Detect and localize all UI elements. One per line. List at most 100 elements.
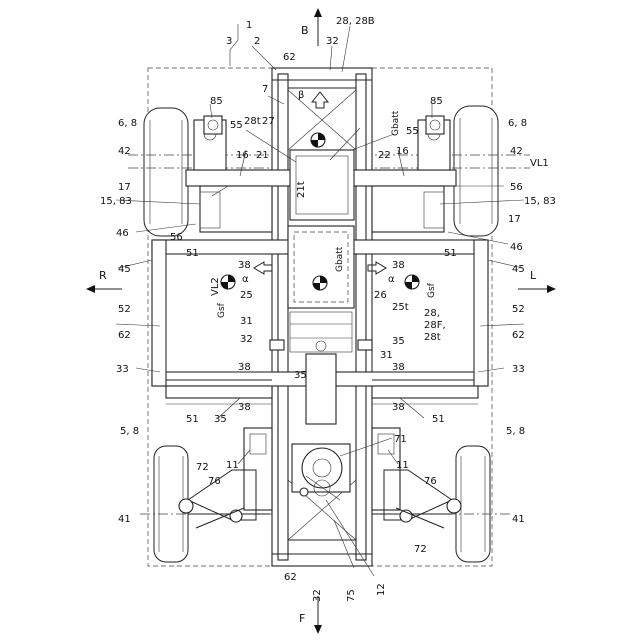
- label-62-bottom: 62: [284, 572, 297, 583]
- label-11-left: 11: [396, 460, 409, 471]
- label-17-left: 17: [508, 214, 521, 225]
- label-7: 7: [262, 84, 268, 95]
- label-16-right: 16: [236, 150, 249, 161]
- label-76-left: 76: [424, 476, 437, 487]
- label-75: 75: [346, 589, 357, 602]
- label-35-c: 35: [214, 414, 227, 425]
- label-55-left: 55: [406, 126, 419, 137]
- label-71: 71: [394, 434, 407, 445]
- label-28-28b: 28, 28B: [336, 16, 375, 27]
- label-46-left: 46: [510, 242, 523, 253]
- label-beta: β: [298, 90, 304, 101]
- label-gbatt-top: Gbatt: [391, 110, 401, 136]
- label-52-left: 52: [512, 304, 525, 315]
- label-38-b: 38: [392, 260, 405, 271]
- label-33-left: 33: [512, 364, 525, 375]
- label-12: 12: [376, 583, 387, 596]
- label-alpha-left: α: [388, 274, 395, 285]
- direction-back: B: [301, 24, 309, 37]
- label-15-83-right: 15, 83: [100, 196, 132, 207]
- label-11-right: 11: [226, 460, 239, 471]
- label-28-front: 28,: [424, 308, 440, 319]
- direction-left: L: [530, 269, 537, 282]
- label-45-left: 45: [512, 264, 525, 275]
- label-gbatt-mid: Gbatt: [335, 246, 345, 272]
- label-26: 26: [374, 290, 387, 301]
- label-25: 25: [240, 290, 253, 301]
- label-55-right: 55: [230, 120, 243, 131]
- label-38-c: 38: [238, 362, 251, 373]
- direction-front: F: [299, 612, 305, 625]
- label-21t: 21t: [296, 181, 307, 198]
- label-3: 3: [226, 36, 232, 47]
- label-5-8-left: 5, 8: [506, 426, 525, 437]
- label-25t: 25t: [392, 302, 409, 313]
- label-72-left: 72: [414, 544, 427, 555]
- label-38-a: 38: [238, 260, 251, 271]
- label-56-right: 56: [170, 232, 183, 243]
- label-27: 27: [262, 116, 275, 127]
- label-32-bottom: 32: [312, 589, 323, 602]
- label-41-right: 41: [118, 514, 131, 525]
- label-72-right: 72: [196, 462, 209, 473]
- label-51-bottom-left: 51: [432, 414, 445, 425]
- label-38-d: 38: [392, 362, 405, 373]
- label-51-right: 51: [186, 248, 199, 259]
- steering-gear: [292, 444, 350, 500]
- label-62-top: 62: [283, 52, 296, 63]
- label-vl2: VL2: [210, 277, 221, 296]
- label-35-b: 35: [294, 370, 307, 381]
- label-51-left: 51: [444, 248, 457, 259]
- label-16-left: 16: [396, 146, 409, 157]
- label-28f: 28F,: [424, 320, 446, 331]
- center-of-gravity-gbatt-mid: [313, 276, 327, 290]
- center-of-gravity-gbatt-rear: [311, 133, 325, 147]
- label-45-right: 45: [118, 264, 131, 275]
- label-28t-front: 28t: [424, 332, 441, 343]
- label-alpha-right: α: [242, 274, 249, 285]
- label-31-right: 31: [240, 316, 253, 327]
- label-52-right: 52: [118, 304, 131, 315]
- label-22: 22: [378, 150, 391, 161]
- label-15-83-left: 15, 83: [524, 196, 556, 207]
- label-2: 2: [254, 36, 260, 47]
- label-32-mid: 32: [240, 334, 253, 345]
- arrow-right: [86, 285, 122, 293]
- label-85-right: 85: [210, 96, 223, 107]
- label-vl1: VL1: [530, 158, 549, 169]
- wheel-rear-left: [454, 106, 498, 236]
- label-5-8-right: 5, 8: [120, 426, 139, 437]
- label-62-left: 62: [512, 330, 525, 341]
- label-6-8-left: 6, 8: [508, 118, 527, 129]
- label-38-e: 38: [238, 402, 251, 413]
- label-gsf-right: Gsf: [217, 302, 227, 318]
- rear-drive-unit-right: [204, 116, 222, 134]
- label-gsf-left: Gsf: [427, 282, 437, 298]
- label-21: 21: [256, 150, 269, 161]
- label-85-left: 85: [430, 96, 443, 107]
- label-56-left: 56: [510, 182, 523, 193]
- label-32-top: 32: [326, 36, 339, 47]
- label-62-right: 62: [118, 330, 131, 341]
- arrow-back: [314, 8, 322, 46]
- label-31-left: 31: [380, 350, 393, 361]
- label-51-bottom-right: 51: [186, 414, 199, 425]
- label-38-f: 38: [392, 402, 405, 413]
- label-35-a: 35: [392, 336, 405, 347]
- center-of-gravity-gsf-left: [405, 275, 419, 289]
- label-6-8-right: 6, 8: [118, 118, 137, 129]
- label-76-right: 76: [208, 476, 221, 487]
- label-42-left: 42: [510, 146, 523, 157]
- wheel-rear-right: [144, 108, 188, 236]
- direction-right: R: [99, 269, 107, 282]
- rear-drive-unit-left: [426, 116, 444, 134]
- center-of-gravity-gsf-right: [221, 275, 235, 289]
- label-17-right: 17: [118, 182, 131, 193]
- label-1: 1: [246, 20, 252, 31]
- label-46-right: 46: [116, 228, 129, 239]
- alpha-arrow-right: [254, 262, 272, 274]
- label-42-right: 42: [118, 146, 131, 157]
- label-33-right: 33: [116, 364, 129, 375]
- label-41-left: 41: [512, 514, 525, 525]
